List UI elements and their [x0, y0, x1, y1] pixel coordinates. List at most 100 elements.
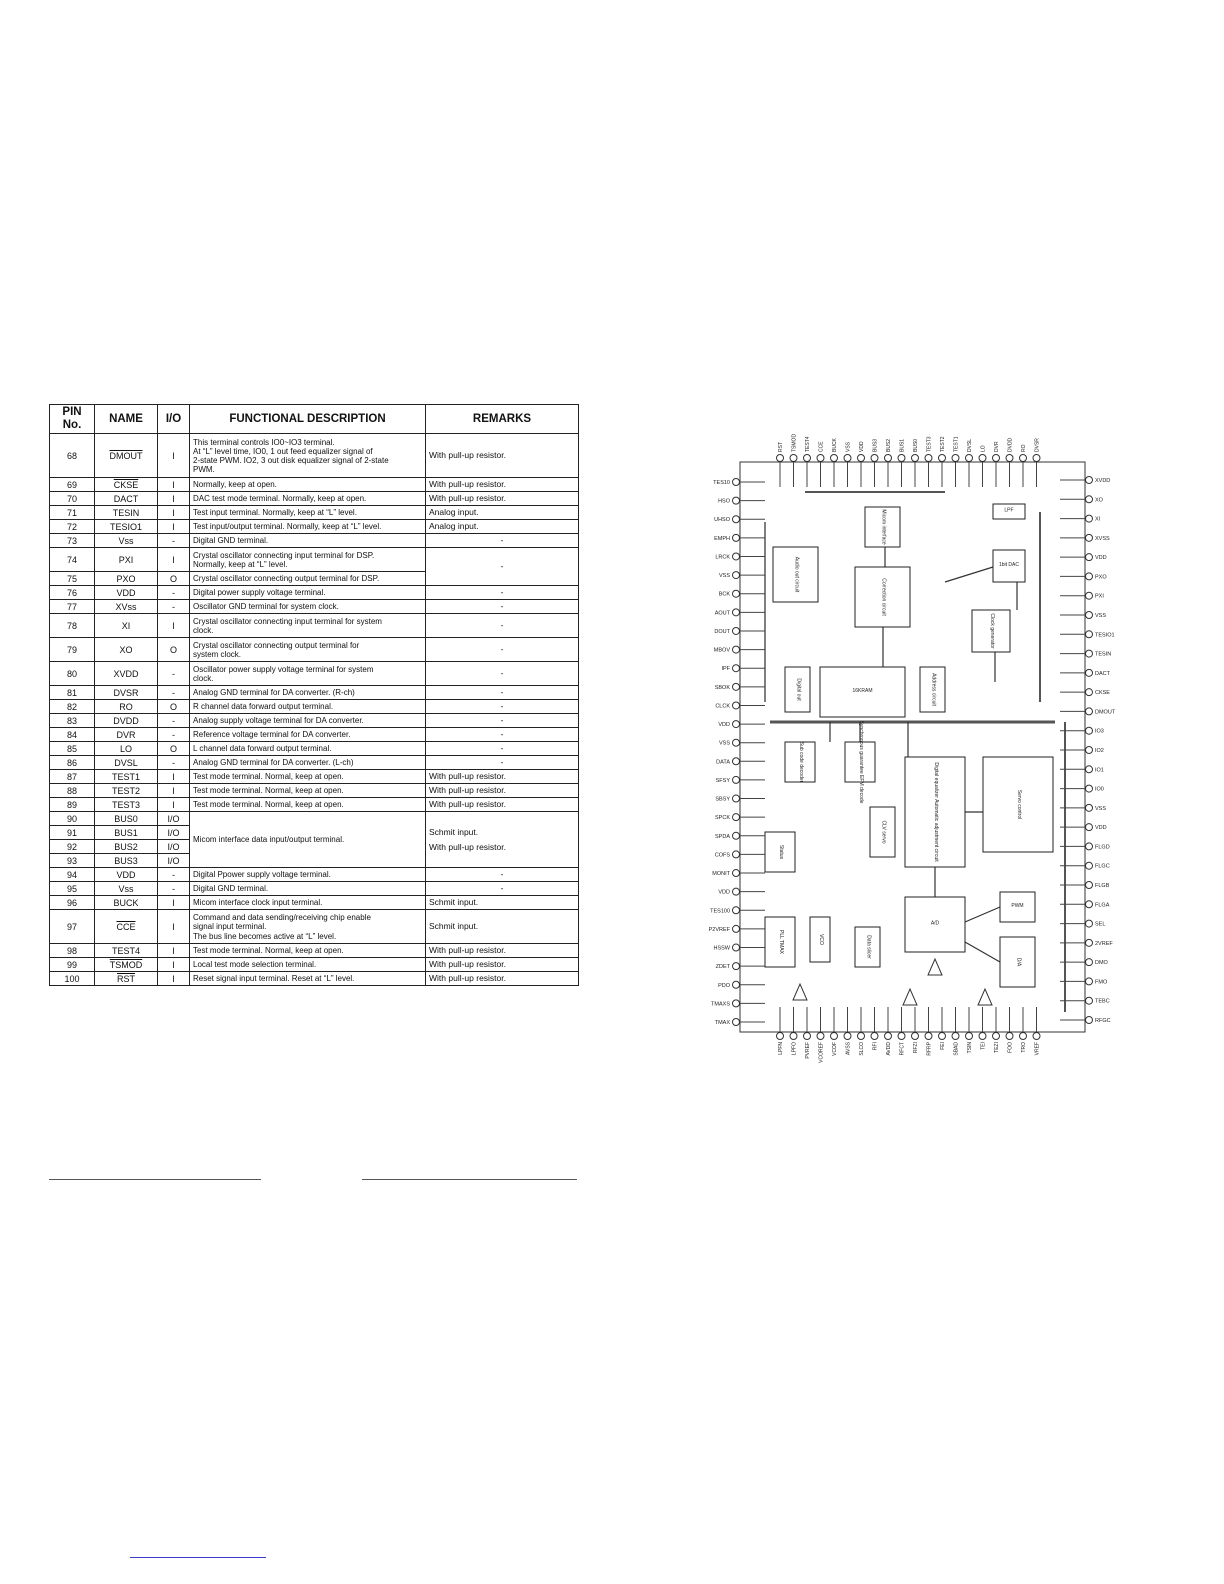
cell-io: -	[157, 685, 190, 701]
cell-pin-no: 91	[49, 825, 95, 841]
right-pin-label: TEBC	[1095, 999, 1110, 1005]
top-pin-label: BUS2	[886, 439, 892, 452]
left-pin-label: DATA	[716, 759, 730, 765]
bottom-pin: RFZI	[911, 1007, 919, 1053]
cell-io: -	[157, 585, 190, 601]
cell-name: VDD	[94, 867, 158, 883]
right-pin: XI	[1060, 514, 1101, 523]
right-pin-label: VSS	[1095, 806, 1106, 812]
cell-io: I	[157, 433, 190, 479]
bottom-pin: RFRP	[924, 1007, 933, 1056]
cell-io: I	[157, 971, 190, 987]
header-pin-no: PIN No.	[49, 403, 95, 435]
top-pin: BUS1	[897, 439, 906, 487]
cell-name: TEST2	[94, 783, 158, 799]
right-pin-label: VDD	[1095, 555, 1107, 561]
cell-io: -	[157, 727, 190, 743]
bottom-pin-label: TRO	[1021, 1042, 1027, 1053]
bottom-pin: SBAD	[951, 1007, 960, 1056]
block-label: Micom interface	[881, 509, 887, 545]
description-line: R channel data forward output terminal.	[193, 702, 334, 712]
bottom-pin-label: SBAD	[954, 1042, 960, 1056]
cell-description: R channel data forward output terminal.	[189, 699, 426, 715]
block-dsp: Digital equalizer Automatic adjustment c…	[904, 756, 966, 868]
cell-pin-no: 68	[49, 433, 95, 479]
top-pin-label: BUS1	[900, 439, 906, 452]
cell-io: I	[157, 797, 190, 813]
cell-description: Digital power supply voltage terminal.	[189, 585, 426, 601]
top-pin: TEST3	[924, 436, 933, 487]
cell-name: BUS3	[94, 853, 158, 869]
bottom-pin: VCOF	[830, 1007, 838, 1056]
description-line: Analog GND terminal for DA converter. (L…	[193, 758, 354, 768]
cell-remarks: -	[425, 699, 579, 715]
cell-description: Reset signal input terminal. Reset at “L…	[189, 971, 426, 987]
right-pin-label: PXI	[1095, 594, 1104, 600]
top-pin: TEST1	[951, 436, 960, 487]
cell-description: Oscillator power supply voltage terminal…	[189, 661, 426, 687]
top-pin-label: DVSR	[1035, 438, 1041, 452]
description-line: 2-state PWM. IO2, 3 out disk equalizer s…	[193, 455, 389, 465]
cell-io: I	[157, 491, 190, 507]
cell-pin-no: 90	[49, 811, 95, 827]
left-pin-label: SPDA	[715, 834, 730, 840]
left-pin: VSS	[719, 571, 765, 580]
left-pin-label: VDD	[718, 890, 730, 896]
left-pin-label: IPF	[721, 666, 730, 672]
left-pin-label: SFSY	[716, 778, 731, 784]
block-label: Audio out circuit	[794, 557, 800, 593]
bottom-pin: TEZI	[992, 1007, 1000, 1053]
cell-remarks: With pull-up resistor.	[425, 433, 579, 479]
cell-description: Command and data sending/receiving chip …	[189, 909, 426, 945]
block-pwm: PWM	[999, 891, 1036, 923]
bottom-pin: AVSS	[843, 1007, 852, 1055]
right-pin: VSS	[1060, 611, 1106, 619]
left-pin-label: EMPH	[714, 536, 730, 542]
cell-name: XVDD	[94, 661, 158, 687]
pin-description-table: PIN No. NAME I/O FUNCTIONAL DESCRIPTION …	[49, 403, 579, 987]
cell-io: O	[157, 741, 190, 757]
bottom-pin-label: TSIN	[967, 1042, 973, 1054]
left-pin: LRCK	[715, 552, 765, 560]
right-pin-label: VSS	[1095, 613, 1106, 619]
bottom-pin: TEI	[978, 1007, 987, 1050]
cell-name: PXO	[94, 571, 158, 587]
right-pin-label: XO	[1095, 497, 1104, 503]
cell-name: TEST4	[94, 943, 158, 959]
top-pin: BUCK	[830, 437, 838, 487]
top-pin-label: TEST2	[940, 436, 946, 452]
left-pin-label: TMAX	[715, 1020, 731, 1026]
left-pin: TMAX	[715, 1018, 765, 1026]
bottom-pin-label: SLCO	[859, 1042, 865, 1056]
description-line: signal input terminal.	[193, 922, 267, 932]
description-line: Digital GND terminal.	[193, 884, 269, 894]
cell-remarks: Analog input.	[425, 505, 579, 521]
description-line: Test mode terminal. Normal, keep at open…	[193, 786, 344, 796]
block-servo: Servo control	[982, 756, 1054, 853]
description-line: Digital Ppower supply voltage terminal.	[193, 870, 331, 880]
cell-pin-no: 99	[49, 957, 95, 973]
block-label: Synchronous guarantee EFM decode	[858, 721, 864, 804]
cell-description: Oscillator GND terminal for system clock…	[189, 599, 426, 615]
left-pin-label: MONIT	[712, 871, 730, 877]
cell-io: I	[157, 895, 190, 911]
cell-description: Test mode terminal. Normal, keep at open…	[189, 943, 426, 959]
left-pin: UHSO	[714, 515, 765, 523]
right-pin: XO	[1060, 495, 1104, 504]
description-line: Test mode terminal. Normal, keep at open…	[193, 772, 344, 782]
cell-pin-no: 82	[49, 699, 95, 715]
cell-remarks: -	[425, 881, 579, 897]
block-addr: Address circuit	[919, 666, 946, 713]
cell-io: -	[157, 661, 190, 687]
left-pin-label: AOUT	[715, 610, 731, 616]
right-pin: TEBC	[1060, 996, 1110, 1005]
cell-remarks: With pull-up resistor.	[425, 783, 579, 799]
right-pin: VSS	[1060, 803, 1106, 812]
